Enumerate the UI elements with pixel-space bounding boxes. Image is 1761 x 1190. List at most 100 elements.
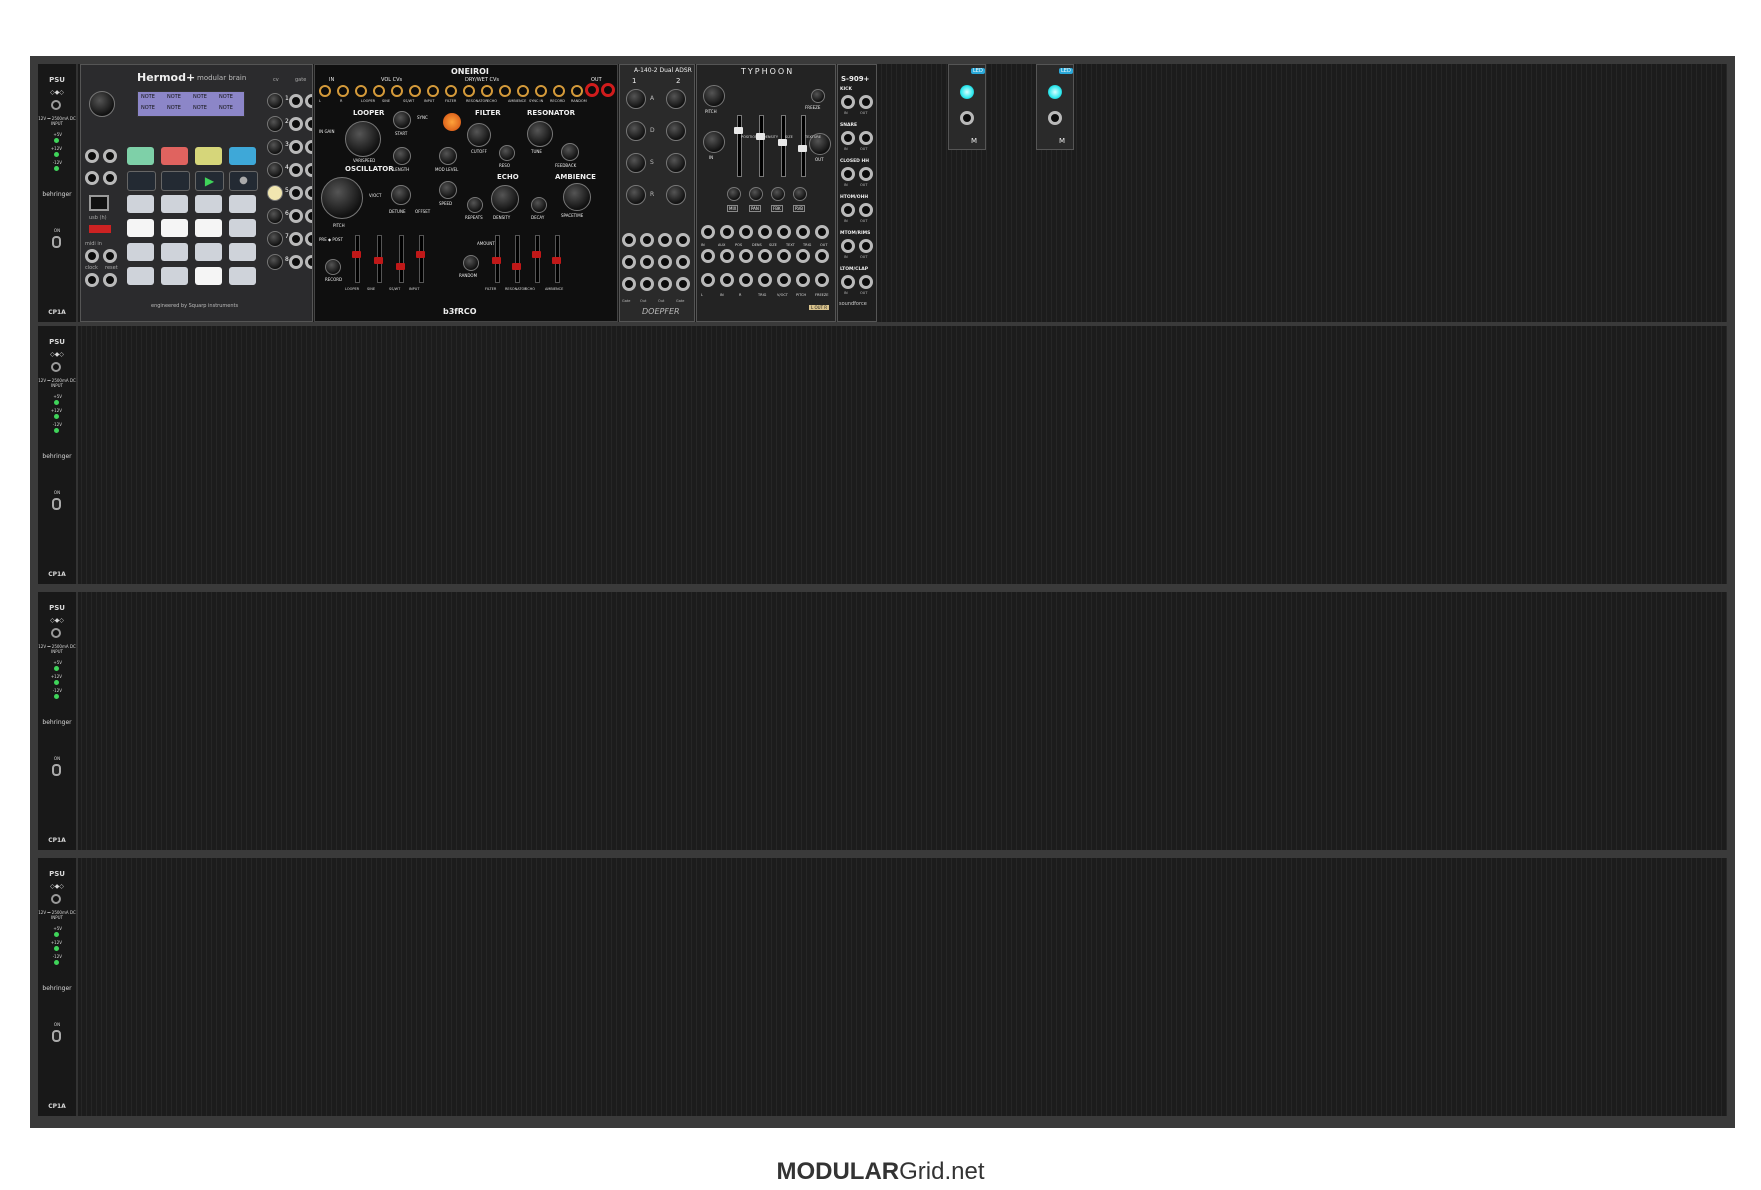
fader-cap[interactable] [492, 257, 501, 264]
dc-input-jack[interactable] [51, 362, 61, 372]
pad-envelope[interactable] [127, 171, 156, 191]
typhoon-jack[interactable] [777, 225, 791, 239]
adsr-jack[interactable] [622, 255, 636, 269]
gate-out-jack[interactable] [305, 209, 312, 223]
dc-input-jack[interactable] [51, 100, 61, 110]
step-pad[interactable] [229, 219, 256, 237]
typhoon-jack[interactable] [758, 273, 772, 287]
volume-fader[interactable] [535, 235, 540, 283]
typhoon-jack[interactable] [701, 225, 715, 239]
gate-out-jack[interactable] [305, 117, 312, 131]
send-knob[interactable] [793, 187, 807, 201]
feedback-knob[interactable] [561, 143, 579, 161]
channel-in-jack[interactable] [841, 239, 855, 253]
input-jack[interactable] [85, 171, 99, 185]
pad-green[interactable] [127, 147, 154, 165]
send-knob[interactable] [749, 187, 763, 201]
typhoon-jack[interactable] [796, 273, 810, 287]
cv-jack[interactable] [535, 85, 547, 97]
adsr-knob-ch2[interactable] [666, 89, 686, 109]
sd-slot[interactable] [89, 225, 111, 233]
usb-port[interactable] [89, 195, 109, 211]
cv-out-jack[interactable] [289, 255, 303, 269]
adsr-knob-ch1[interactable] [626, 121, 646, 141]
adsr-jack[interactable] [640, 277, 654, 291]
step-pad[interactable] [127, 267, 154, 285]
pad-lfo[interactable] [161, 171, 190, 191]
channel-in-jack[interactable] [841, 95, 855, 109]
gate-out-jack[interactable] [305, 140, 312, 154]
decay-knob[interactable] [531, 197, 547, 213]
adsr-jack[interactable] [622, 277, 636, 291]
typhoon-jack[interactable] [720, 225, 734, 239]
cv-out-jack[interactable] [289, 94, 303, 108]
in-level-knob[interactable] [703, 131, 725, 153]
fader-cap[interactable] [734, 127, 743, 134]
power-switch[interactable] [52, 1030, 61, 1042]
cv-jack[interactable] [481, 85, 493, 97]
channel-out-jack[interactable] [859, 95, 873, 109]
midi-in-jack[interactable] [103, 249, 117, 263]
start-knob[interactable] [393, 111, 411, 129]
power-switch[interactable] [52, 498, 61, 510]
led-module-1[interactable]: LED M [948, 64, 986, 150]
step-pad[interactable] [161, 267, 188, 285]
input-jack[interactable] [103, 149, 117, 163]
step-pad[interactable] [195, 267, 222, 285]
adsr-knob-ch1[interactable] [626, 153, 646, 173]
typhoon-jack[interactable] [758, 249, 772, 263]
volume-fader[interactable] [515, 235, 520, 283]
gate-out-jack[interactable] [305, 232, 312, 246]
fader-cap[interactable] [416, 251, 425, 258]
adsr-knob-ch1[interactable] [626, 185, 646, 205]
send-knob[interactable] [727, 187, 741, 201]
out-right-jack[interactable] [601, 83, 615, 97]
step-pad[interactable] [229, 267, 256, 285]
typhoon-jack[interactable] [777, 249, 791, 263]
channel-in-jack[interactable] [841, 203, 855, 217]
cv-out-jack[interactable] [289, 186, 303, 200]
pad-red[interactable] [161, 147, 188, 165]
fader-cap[interactable] [396, 263, 405, 270]
step-pad[interactable] [161, 195, 188, 213]
cv-jack[interactable] [499, 85, 511, 97]
pad-yellow[interactable] [195, 147, 222, 165]
adsr-knob-ch2[interactable] [666, 121, 686, 141]
cv-jack[interactable] [553, 85, 565, 97]
fader-cap[interactable] [512, 263, 521, 270]
dc-input-jack[interactable] [51, 894, 61, 904]
track-button[interactable] [267, 139, 283, 155]
track-button[interactable] [267, 208, 283, 224]
record-knob[interactable] [325, 259, 341, 275]
input-jack[interactable] [85, 149, 99, 163]
typhoon-fader[interactable] [781, 115, 786, 177]
led-module-2[interactable]: LED M [1036, 64, 1074, 150]
cv-jack[interactable] [427, 85, 439, 97]
cv-out-jack[interactable] [289, 163, 303, 177]
step-pad[interactable] [161, 243, 188, 261]
adsr-jack[interactable] [676, 233, 690, 247]
track-button[interactable] [267, 254, 283, 270]
psu-module[interactable]: PSU ◇◆◇ 12V ⎓ 2500mA DC INPUT +5V +12V -… [38, 326, 78, 584]
typhoon-jack[interactable] [796, 225, 810, 239]
cv-out-jack[interactable] [289, 117, 303, 131]
typhoon-jack[interactable] [796, 249, 810, 263]
typhoon-jack[interactable] [758, 225, 772, 239]
psu-module[interactable]: PSU ◇◆◇ 12V ⎓ 2500mA DC INPUT +5V +12V -… [38, 64, 78, 322]
cv-jack[interactable] [571, 85, 583, 97]
gate-out-jack[interactable] [305, 163, 312, 177]
freeze-button[interactable] [811, 89, 825, 103]
adsr-jack[interactable] [640, 255, 654, 269]
typhoon-jack[interactable] [815, 225, 829, 239]
detune-knob[interactable] [391, 185, 411, 205]
reset-jack[interactable] [103, 273, 117, 287]
adsr-knob-ch2[interactable] [666, 185, 686, 205]
varispeed-knob[interactable] [345, 121, 381, 157]
cv-out-jack[interactable] [289, 209, 303, 223]
input-jack[interactable] [103, 171, 117, 185]
channel-out-jack[interactable] [859, 203, 873, 217]
pitch-knob[interactable] [321, 177, 363, 219]
